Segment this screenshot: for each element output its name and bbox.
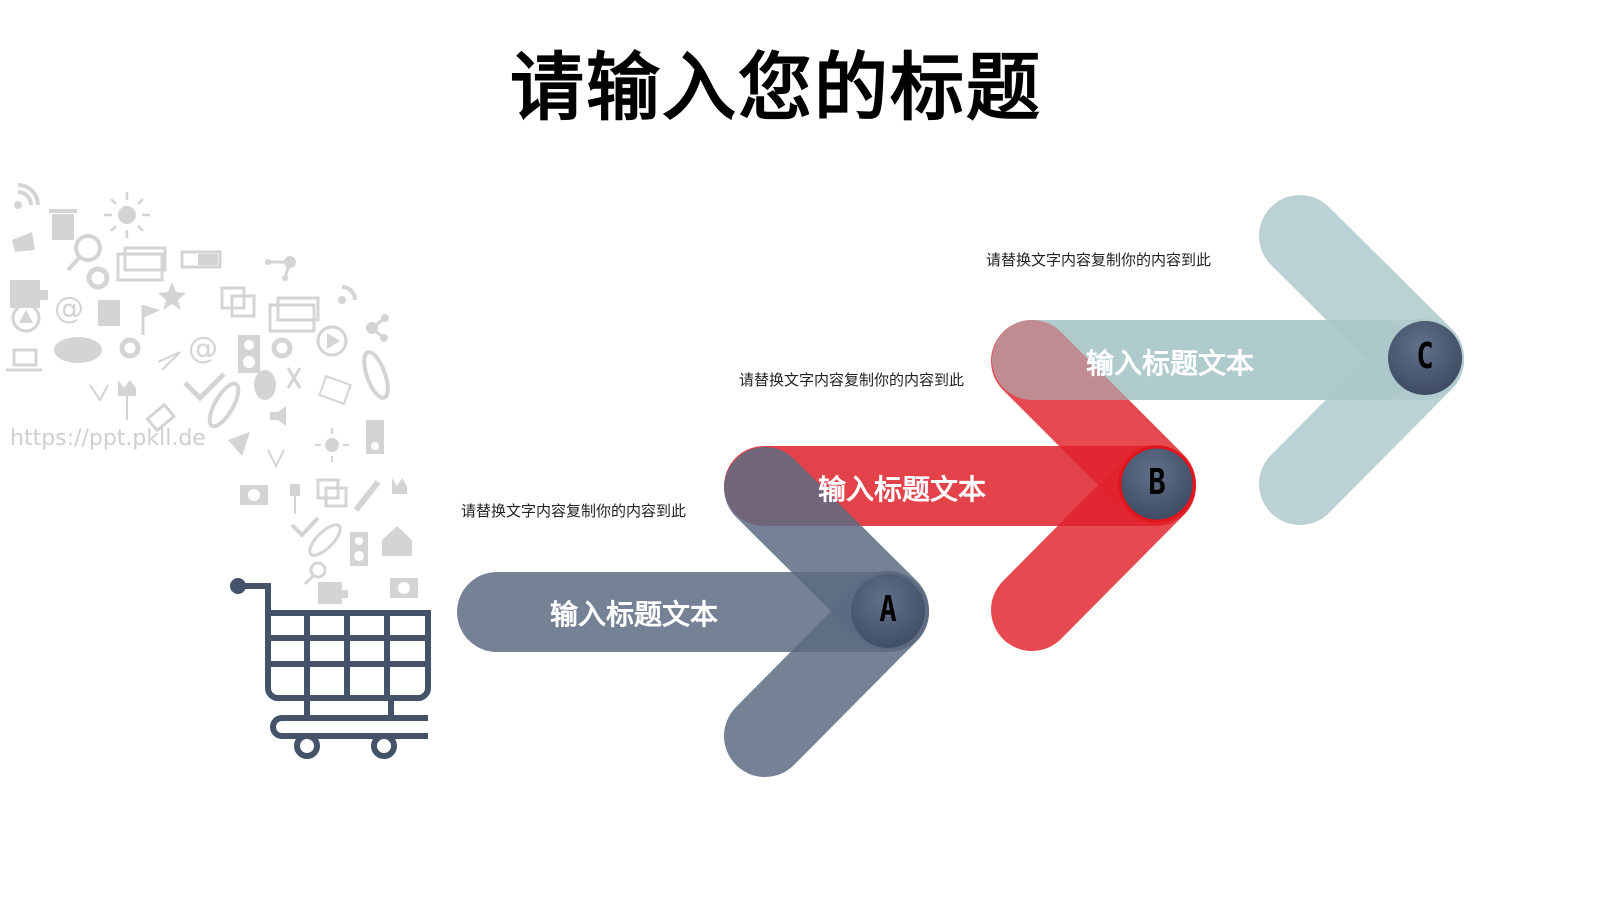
badge-b-letter: B (1148, 462, 1166, 503)
sun-icon (104, 192, 150, 238)
at-icon: @ (54, 291, 84, 326)
checkmark-icon (290, 516, 320, 538)
media-player-icon (366, 420, 384, 454)
flower-icon (118, 380, 136, 396)
label-b: 输入标题文本 (818, 473, 987, 506)
arrow-icon (89, 384, 109, 402)
cart-icon (318, 374, 352, 406)
cloud-icon (54, 337, 102, 363)
magnifier-icon (303, 561, 327, 586)
wifi-icon (338, 285, 357, 304)
slide-title: 请输入您的标题 (510, 45, 1042, 131)
label-a: 输入标题文本 (550, 598, 719, 631)
star-icon (158, 282, 186, 310)
sun-icon (315, 428, 349, 462)
arrow-icon (267, 449, 285, 469)
flower-icon (392, 478, 407, 494)
camera-icon (390, 578, 418, 598)
chat-icon (116, 246, 167, 282)
pencil-icon (353, 480, 381, 512)
pages-icon (316, 478, 348, 508)
share-icon (265, 256, 296, 281)
play-icon (316, 325, 348, 357)
chat-icon (268, 296, 320, 333)
paperclip-icon (308, 523, 342, 557)
gear-icon (271, 337, 293, 359)
puzzle-icon (10, 280, 48, 308)
badge-a-circle (851, 574, 925, 648)
badge-c-letter: C (1416, 336, 1434, 377)
magnifier-icon (66, 234, 102, 272)
pages-icon (220, 286, 256, 318)
paperclip-icon (207, 381, 241, 429)
watermark-url: https://ppt.pkll.de (10, 426, 206, 451)
share-icon (366, 314, 389, 342)
wifi-icon (14, 183, 40, 209)
badge-b-circle (1118, 445, 1196, 523)
paperclip-icon (362, 350, 390, 400)
map-pin-icon (254, 370, 276, 400)
badge-c-circle (1388, 321, 1462, 395)
flag-icon (141, 305, 160, 335)
icon-cloud-decoration: @ @ (6, 183, 418, 604)
checkmark-icon (183, 372, 226, 402)
speaker-icon (350, 532, 368, 566)
home-icon (382, 526, 412, 556)
gear-icon (86, 266, 110, 290)
caption-c: 请替换文字内容复制你的内容到此 (986, 251, 1212, 269)
trash-icon (98, 300, 120, 326)
caption-b: 请替换文字内容复制你的内容到此 (739, 371, 965, 389)
send-icon (228, 432, 250, 456)
volume-icon (270, 406, 286, 426)
megaphone-icon (12, 232, 35, 252)
laptop-icon (145, 402, 177, 433)
at-icon: @ (188, 331, 218, 366)
close-icon (286, 367, 302, 389)
caption-a: 请替换文字内容复制你的内容到此 (461, 502, 687, 520)
laptop-icon (6, 348, 42, 372)
trash-icon (49, 209, 77, 240)
puzzle-icon (318, 582, 348, 604)
speaker-icon (238, 335, 260, 373)
badge-a-letter: A (879, 589, 897, 630)
upload-circle-icon (11, 303, 41, 333)
arrow-icon (157, 351, 181, 371)
camera-icon (240, 485, 268, 505)
label-c: 输入标题文本 (1086, 347, 1255, 380)
battery-icon (180, 250, 222, 269)
gear-icon (119, 337, 141, 359)
pushpin-icon (290, 484, 300, 514)
